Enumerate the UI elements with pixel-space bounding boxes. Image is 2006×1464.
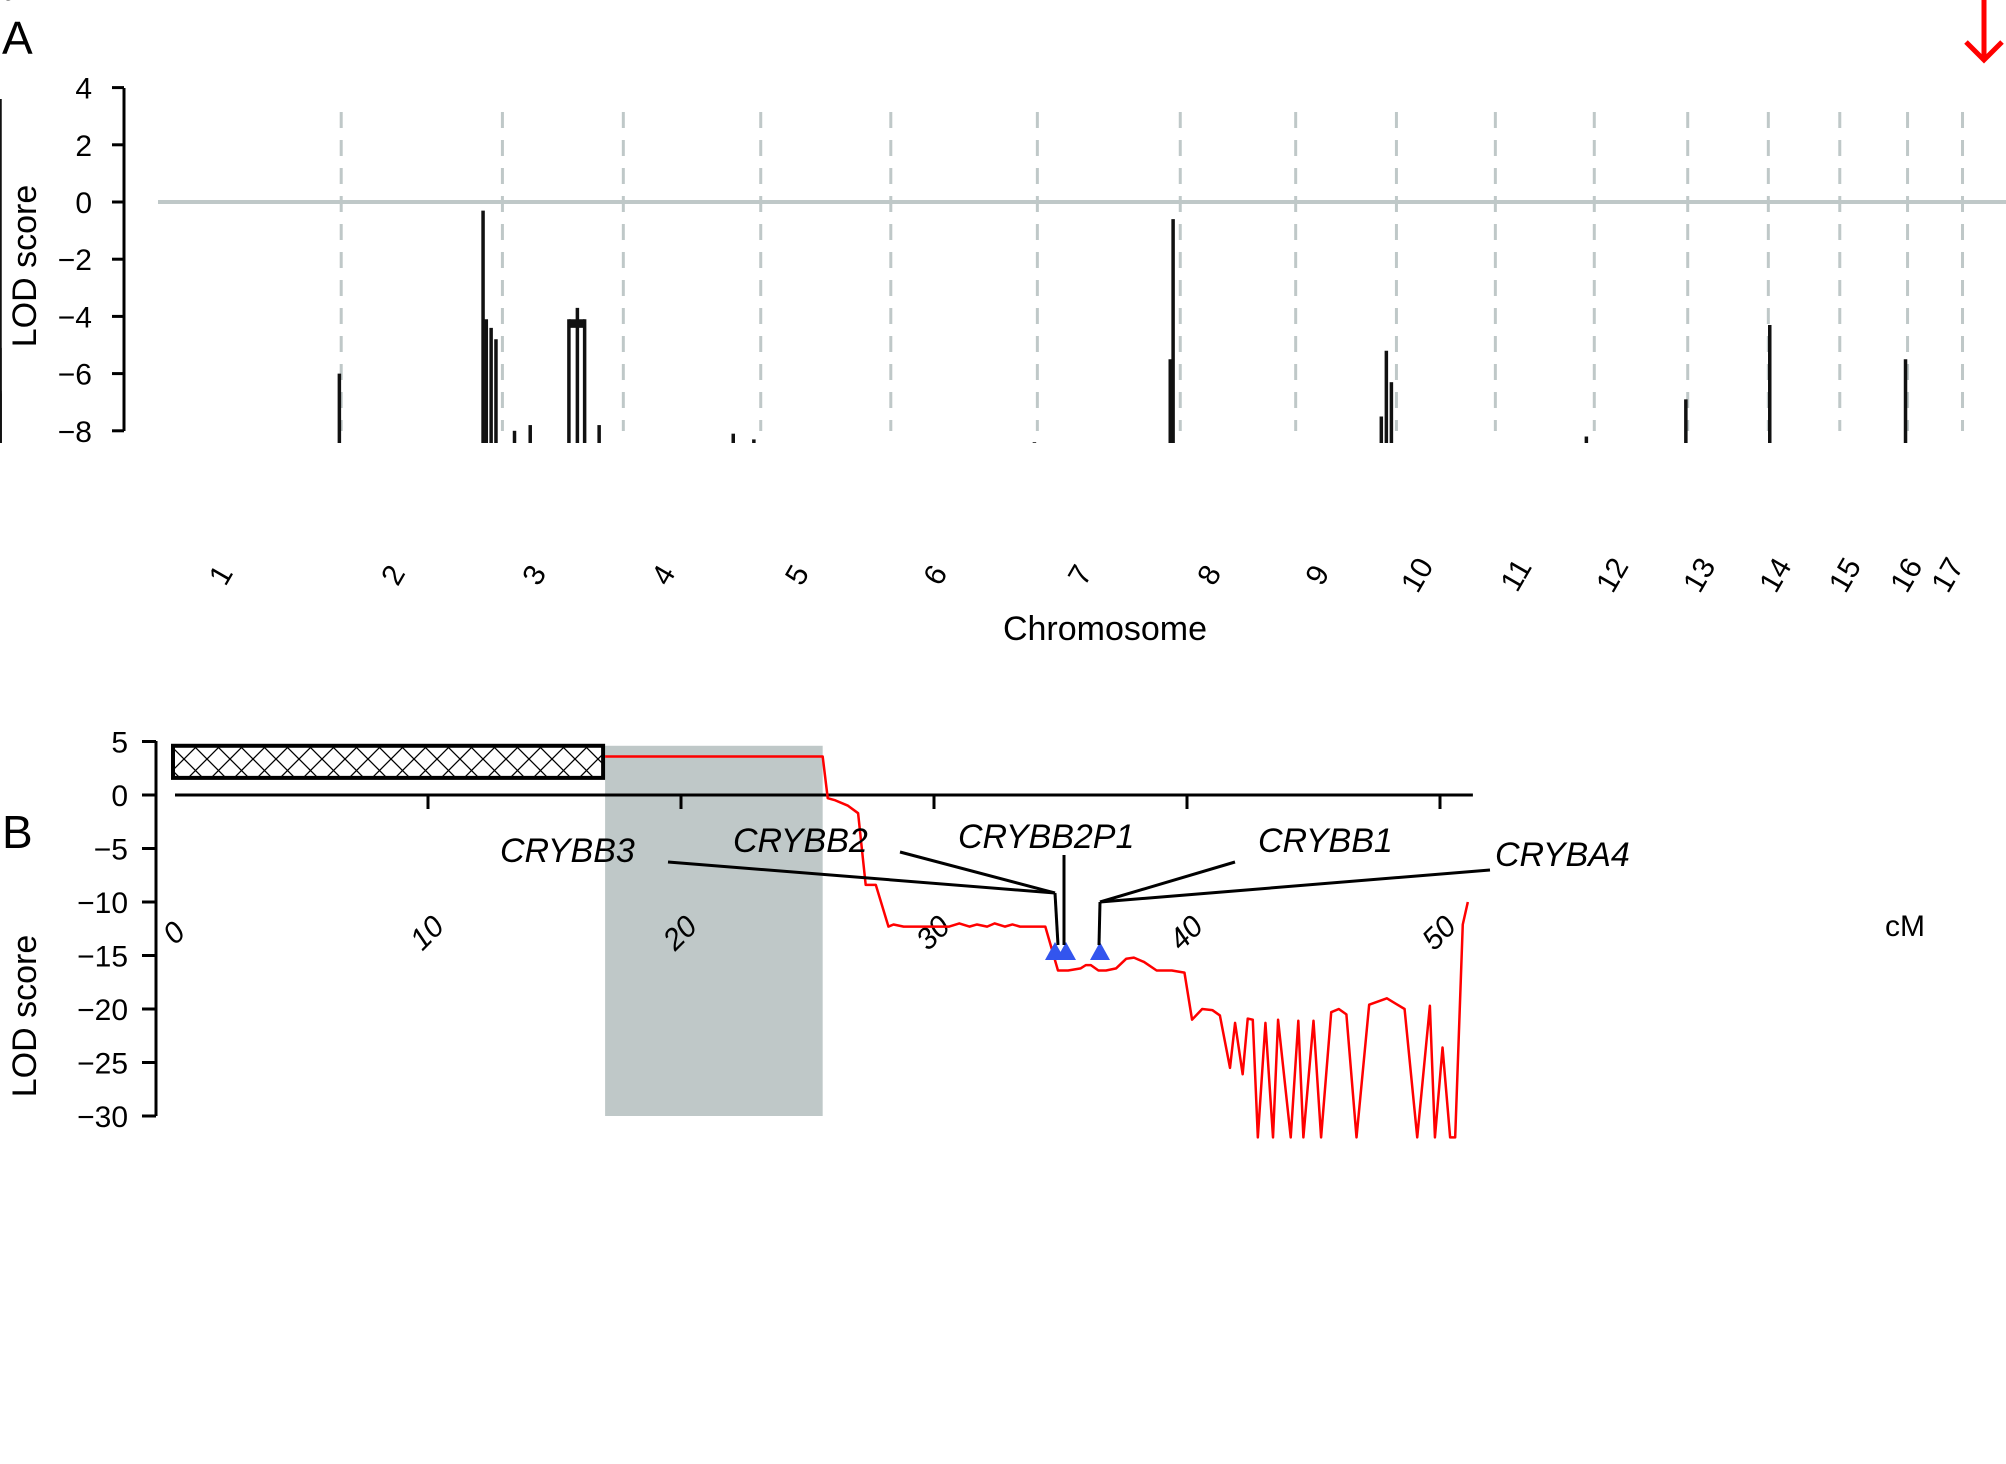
y-tick-label: −10	[77, 887, 128, 920]
y-tick-label: −2	[58, 244, 92, 277]
chromosome-labels: 12345678910111213141516171819202122	[0, 0, 1971, 598]
chromosome-label: 18	[0, 0, 17, 7]
gene-leader-line	[899, 850, 1056, 895]
gene-leader-line	[1053, 892, 1060, 946]
y-tick-label: −6	[58, 359, 92, 392]
chromosome-label: 21	[0, 0, 17, 7]
chromosome-label: 17	[1925, 553, 1970, 598]
y-tick-label: 2	[75, 130, 92, 163]
chromosome-label: 7	[1062, 560, 1099, 591]
gene-marker-triangle	[1090, 942, 1110, 960]
y-tick-label: 0	[111, 780, 128, 813]
y-axis-title-b: LOD score	[6, 935, 44, 1098]
chromosome-label: 13	[1677, 553, 1722, 598]
chromosome-label: 3	[516, 560, 553, 591]
lod-peaks	[0, 99, 1908, 443]
chromosome-label: 14	[1753, 553, 1798, 598]
chromosome-label: 6	[917, 560, 954, 591]
chromosome-label: 1	[203, 560, 240, 591]
y-tick-label: −4	[58, 301, 92, 334]
y-tick-label: −15	[77, 941, 128, 974]
y-ticks-b: 5 0 −5 −10 −15 −20 −25 −30	[77, 727, 156, 1134]
highlight-arrow-icon	[1964, 0, 2004, 64]
x-tick-label: 10	[404, 910, 451, 957]
y-tick-label: −30	[77, 1101, 128, 1134]
gene-leader-line	[1097, 901, 1102, 946]
panel-b-label: B	[2, 806, 33, 858]
chromosome-label: 16	[1884, 553, 1929, 598]
y-ticks-a: 4 2 0 −2 −4 −6 −8	[58, 73, 124, 449]
gene-leader-line	[1099, 868, 1491, 904]
gene-label-crybb2: CRYBB2	[733, 822, 868, 860]
gene-marker-triangle	[1056, 942, 1076, 960]
chromosome-label: 15	[1823, 553, 1868, 598]
chromosome-label: 12	[1590, 553, 1635, 598]
x-tick-label: 0	[157, 915, 192, 950]
y-tick-label: −20	[77, 994, 128, 1027]
lod-peak-plateau	[568, 319, 585, 328]
chromosome-label: 2	[375, 560, 412, 591]
x-unit-label: cM	[1885, 910, 1925, 943]
y-axis-title-a: LOD score	[6, 185, 44, 348]
y-tick-label: 0	[75, 187, 92, 220]
gene-label-crybb3: CRYBB3	[500, 832, 635, 870]
gene-markers: CRYBB3 CRYBB2 CRYBB2P1 CRYBB1 CRYBA4	[500, 818, 1630, 960]
chromosome-label: 5	[779, 560, 816, 591]
x-tick-label: 50	[1416, 910, 1463, 957]
panel-a-label: A	[2, 12, 33, 64]
x-axis-title-a: Chromosome	[1003, 610, 1207, 648]
chromosome-label: 22	[0, 0, 17, 7]
gene-leader-line	[1099, 860, 1236, 904]
gene-label-crybb2p1: CRYBB2P1	[958, 818, 1134, 856]
y-tick-label: −5	[94, 834, 128, 867]
gene-leader-line	[667, 860, 1056, 895]
gene-label-crybb1: CRYBB1	[1258, 822, 1393, 860]
x-tick-label: 30	[910, 910, 957, 957]
chromosome-label: 10	[1395, 553, 1440, 598]
gene-label-cryba4: CRYBA4	[1495, 836, 1630, 874]
x-tick-label: 40	[1163, 910, 1210, 957]
chromosome-label: 19	[0, 0, 17, 7]
shaded-region	[605, 745, 823, 1116]
hatched-box	[171, 743, 606, 780]
chromosome-label: 11	[1495, 554, 1539, 597]
chromosome-label: 9	[1299, 560, 1336, 591]
y-tick-label: 4	[75, 73, 92, 106]
y-tick-label: 5	[111, 727, 128, 760]
y-tick-label: −25	[77, 1048, 128, 1081]
lod-score-line	[605, 755, 1470, 1139]
y-tick-label: −8	[58, 416, 92, 449]
chromosome-label: 4	[645, 560, 682, 591]
chromosome-label: 20	[0, 0, 17, 7]
chromosome-label: 8	[1191, 560, 1228, 591]
